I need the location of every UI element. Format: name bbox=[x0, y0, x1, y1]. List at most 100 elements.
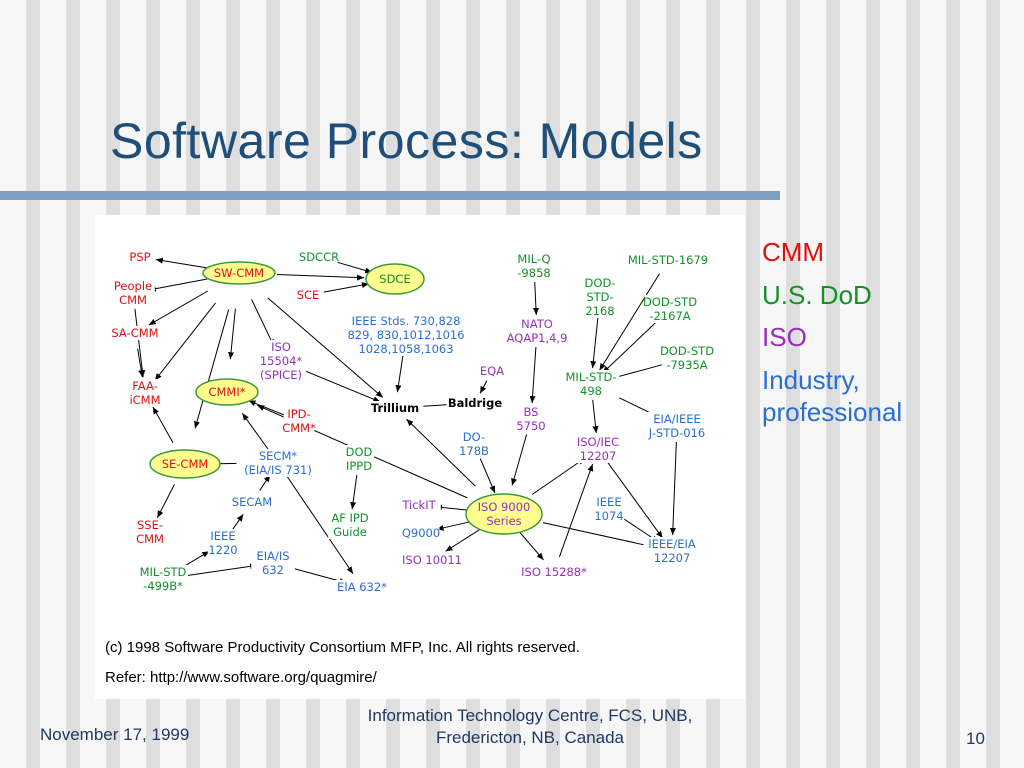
node-milstd499b-label: -499B* bbox=[143, 579, 183, 593]
node-dodstd2167a-label: DOD-STD bbox=[643, 295, 697, 309]
node-milstd1679: MIL-STD-1679 bbox=[626, 253, 710, 267]
node-eiaieee-label: J-STD-016 bbox=[648, 426, 705, 440]
node-ipdcmm: IPD-CMM* bbox=[282, 407, 316, 435]
node-faa-label: FAA- bbox=[132, 379, 158, 393]
node-sacmm-backing bbox=[113, 326, 157, 340]
node-ipdcmm-label: CMM* bbox=[282, 421, 316, 435]
node-tickit-backing bbox=[397, 498, 441, 512]
node-iso10011-backing bbox=[400, 553, 464, 567]
node-tickit-label: TickIT bbox=[401, 498, 436, 512]
edge-dodstd2167a-to-milstd498 bbox=[602, 319, 659, 374]
node-milstd1679-label: MIL-STD-1679 bbox=[628, 253, 708, 267]
edge-nato-to-bs5750 bbox=[529, 346, 537, 404]
legend-industry: Industry, professional bbox=[762, 364, 1012, 429]
node-eqa-backing bbox=[480, 364, 504, 378]
node-milstd498: MIL-STD-498 bbox=[562, 370, 620, 398]
node-sce-backing bbox=[296, 288, 320, 302]
node-eqa: EQA bbox=[480, 364, 504, 378]
edge-do178b-to-iso9000 bbox=[479, 458, 496, 494]
node-iso15504-label: ISO bbox=[271, 340, 291, 354]
node-q9000-label: Q9000 bbox=[402, 526, 440, 540]
edge-dodstd2168-to-milstd498 bbox=[590, 312, 599, 369]
node-dodippd-label: DOD bbox=[346, 445, 373, 459]
edge-swcmm-to-faa bbox=[154, 302, 216, 381]
node-do178b-label: 178B bbox=[459, 444, 489, 458]
node-dodstd2168-label: 2168 bbox=[585, 304, 614, 318]
node-ipdcmm-label: IPD- bbox=[287, 407, 310, 421]
node-ieeestds-backing bbox=[344, 314, 468, 356]
edge-secmm-to-faa bbox=[152, 406, 174, 443]
node-cmmi-label: CMMI* bbox=[208, 385, 245, 399]
node-secmm-label: SE-CMM bbox=[162, 457, 209, 471]
node-secm: SECM*(EIA/IS 731) bbox=[236, 449, 320, 477]
edge-dodippd-to-afipd bbox=[350, 474, 358, 510]
node-sdce-label: SDCE bbox=[379, 272, 410, 286]
node-ssecmm-backing bbox=[134, 518, 166, 546]
node-iso15504-label: (SPICE) bbox=[260, 368, 302, 382]
node-ieeeeia12207-label: 12207 bbox=[654, 551, 691, 565]
node-ieeestds-label: IEEE Stds. 730,828 bbox=[352, 314, 461, 328]
legend-industry-line2: professional bbox=[762, 397, 903, 427]
node-baldrige-label: Baldrige bbox=[448, 396, 503, 410]
edge-sdccr-to-sdce bbox=[334, 260, 373, 274]
edge-milstd499b-to-eiais632 bbox=[178, 563, 258, 578]
edge-secm-to-cmmi bbox=[241, 413, 270, 451]
node-secam: SECAM bbox=[232, 495, 272, 509]
node-swcmm-ellipse bbox=[202, 261, 276, 285]
edge-secam-to-secm bbox=[259, 474, 271, 491]
edge-swcmm-to-people bbox=[148, 278, 208, 292]
node-tickit: TickIT bbox=[397, 498, 441, 512]
edge-swcmm-to-iso15504 bbox=[251, 299, 275, 347]
node-nato-label: NATO bbox=[521, 317, 553, 331]
node-ssecmm-label: SSE- bbox=[137, 518, 163, 532]
edge-ipdcmm-to-cmmi bbox=[248, 400, 285, 416]
node-isoiec12207-backing bbox=[572, 435, 624, 463]
node-milq-backing bbox=[515, 252, 553, 280]
node-isoiec12207-label: 12207 bbox=[580, 449, 617, 463]
node-milstd498-backing bbox=[562, 370, 620, 398]
edge-sce-to-sdce bbox=[323, 282, 369, 293]
node-dodstd7935a-backing bbox=[661, 344, 713, 372]
edge-iso9000-to-iso10011 bbox=[445, 527, 483, 552]
node-swcmm-label: SW-CMM bbox=[214, 266, 264, 280]
node-bs5750-label: BS bbox=[524, 405, 539, 419]
diagram-edges bbox=[134, 257, 677, 584]
footer-centre-line2: Fredericton, NB, Canada bbox=[435, 728, 625, 748]
node-bs5750-backing bbox=[515, 405, 547, 433]
node-secm-backing bbox=[236, 449, 320, 477]
edge-swcmm-to-sdce bbox=[276, 273, 365, 281]
node-trillium-label: Trillium bbox=[371, 401, 419, 415]
node-secmm: SE-CMM bbox=[149, 449, 221, 479]
node-faa: FAA-iCMM bbox=[129, 379, 161, 407]
node-eiaieee-backing bbox=[645, 412, 709, 440]
node-ieee1074-backing bbox=[593, 495, 625, 523]
footer-date: November 17, 1999 bbox=[40, 725, 190, 744]
node-do178b-label: DO- bbox=[463, 430, 485, 444]
edge-iso9000-to-trillium bbox=[406, 418, 476, 487]
node-ieeeeia12207-label: IEEE/EIA bbox=[648, 537, 696, 551]
node-isoiec12207-label: ISO/IEC bbox=[577, 435, 619, 449]
node-milstd499b: MIL-STD-499B* bbox=[137, 565, 189, 593]
node-sce-label: SCE bbox=[297, 288, 320, 302]
node-psp-backing bbox=[128, 250, 152, 264]
node-nato-backing bbox=[505, 317, 569, 345]
node-trillium-backing bbox=[366, 401, 424, 415]
node-bs5750-label: 5750 bbox=[516, 419, 545, 433]
node-milstd1679-backing bbox=[626, 253, 710, 267]
node-iso10011-label: ISO 10011 bbox=[402, 553, 462, 567]
node-ipdcmm-backing bbox=[283, 407, 315, 435]
title-divider bbox=[0, 191, 780, 200]
node-nato-label: AQAP1,4,9 bbox=[507, 331, 568, 345]
legend: CMM U.S. DoD ISO Industry, professional bbox=[762, 236, 1012, 439]
node-sdce: SDCE bbox=[365, 263, 425, 295]
slide-title: Software Process: Models bbox=[110, 113, 703, 169]
node-secmm-ellipse bbox=[149, 449, 221, 479]
node-eiais632-label: 632 bbox=[262, 563, 284, 577]
